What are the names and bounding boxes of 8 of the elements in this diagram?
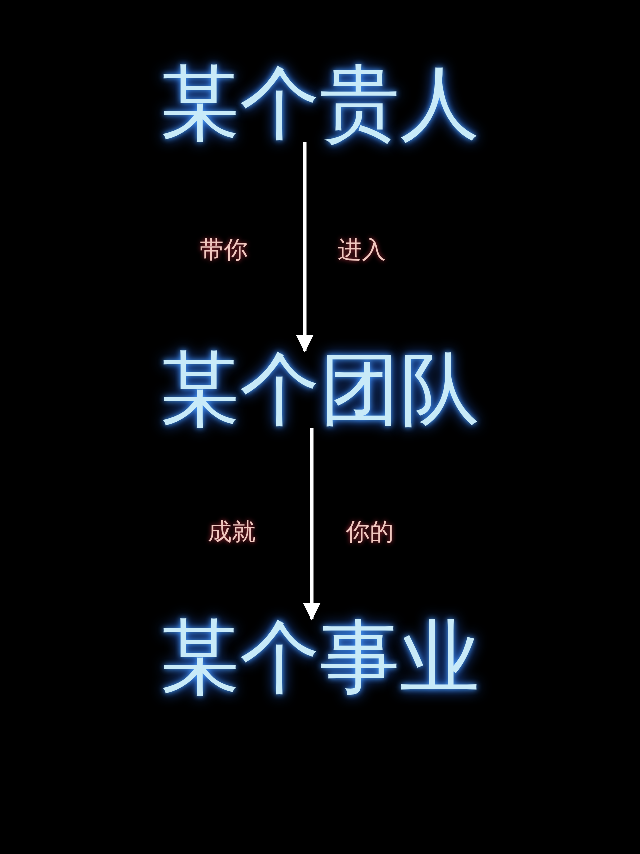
arrow-caption: 你的 <box>346 517 394 547</box>
heading-text: 某个团队 <box>160 343 480 436</box>
heading-text: 某个贵人 <box>160 57 480 150</box>
arrow-caption: 进入 <box>338 235 386 265</box>
arrow-caption: 成就 <box>208 517 256 547</box>
arrow <box>296 142 314 353</box>
heading-text: 某个事业 <box>160 611 480 704</box>
arrow-caption: 带你 <box>200 235 248 265</box>
